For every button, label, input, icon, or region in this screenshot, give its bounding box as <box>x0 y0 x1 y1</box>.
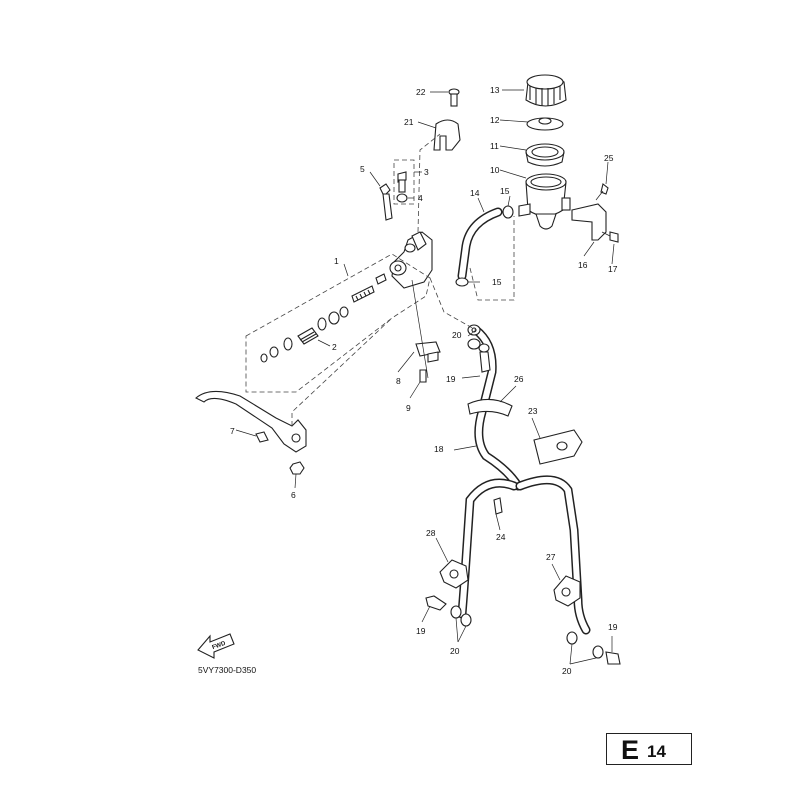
hose-holder-right <box>553 575 581 607</box>
callout-2: 2 <box>332 342 337 352</box>
callout-12: 12 <box>490 115 500 125</box>
callout-7: 7 <box>230 426 235 436</box>
callout-22: 22 <box>416 87 426 97</box>
callout-labels: 22 21 13 12 11 10 5 3 4 1 2 14 15 15 25 … <box>230 85 618 676</box>
callout-6: 6 <box>291 490 296 500</box>
callout-11: 11 <box>490 141 499 151</box>
pivot-washer <box>396 193 408 203</box>
callout-24: 24 <box>496 532 506 542</box>
callout-1: 1 <box>334 256 339 266</box>
copper-washer-left <box>450 605 472 627</box>
union-bolt-right <box>605 651 621 665</box>
callout-14: 14 <box>470 188 480 198</box>
reservoir-diaphragm <box>525 143 565 167</box>
reservoir-cap <box>525 74 567 107</box>
lever-pivot-nut <box>289 461 305 475</box>
callout-17: 17 <box>608 264 618 274</box>
callout-20-left: 20 <box>450 646 460 656</box>
bracket-bolt-bottom <box>601 231 619 243</box>
fwd-arrow-icon: FWD <box>197 633 235 659</box>
fwd-label: FWD <box>212 641 228 652</box>
hose-joint-bracket <box>533 429 583 465</box>
switch-screw <box>419 369 427 383</box>
piston-kit <box>260 273 387 363</box>
copper-washer-right <box>566 631 604 659</box>
callout-3: 3 <box>424 167 429 177</box>
brake-lever <box>195 390 307 453</box>
page-reference-number: 14 <box>647 742 666 761</box>
brake-hose-right <box>515 475 591 635</box>
callout-9: 9 <box>406 403 411 413</box>
hose-clamp-top <box>502 205 514 219</box>
callout-18: 18 <box>434 444 444 454</box>
callout-15-bottom: 15 <box>492 277 502 287</box>
callout-13: 13 <box>490 85 500 95</box>
hose-clamp-bottom <box>455 277 469 287</box>
bracket-bolt-top <box>595 183 609 201</box>
callout-19-left: 19 <box>416 626 426 636</box>
page-reference-badge: E 14 <box>606 733 692 765</box>
reservoir-tank <box>518 173 571 230</box>
callout-4: 4 <box>418 193 423 203</box>
master-cylinder-holder <box>433 119 461 151</box>
callout-27: 27 <box>546 552 556 562</box>
reservoir-hose <box>457 207 503 281</box>
callout-16: 16 <box>578 260 588 270</box>
master-cylinder-bolt <box>379 183 393 221</box>
page-reference-letter: E <box>621 735 640 765</box>
diagram-part-code: 5VY7300-D350 <box>198 665 256 675</box>
callout-20-right: 20 <box>562 666 572 676</box>
callout-19-right: 19 <box>608 622 618 632</box>
callout-8: 8 <box>396 376 401 386</box>
hose-holder-left <box>439 559 469 589</box>
callout-28: 28 <box>426 528 436 538</box>
callout-10: 10 <box>490 165 500 175</box>
callout-23: 23 <box>528 406 538 416</box>
callout-20-top: 20 <box>452 330 462 340</box>
master-cylinder-body <box>389 231 433 289</box>
callout-5: 5 <box>360 164 365 174</box>
union-bolt-top <box>478 343 491 373</box>
holder-bolt <box>448 88 460 107</box>
hose-guide <box>467 398 513 417</box>
callout-26: 26 <box>514 374 524 384</box>
callout-21: 21 <box>404 117 414 127</box>
callout-25: 25 <box>604 153 614 163</box>
reservoir-bracket <box>571 203 607 241</box>
lever-pivot-bolt <box>255 431 269 443</box>
reservoir-diaphragm-plate <box>526 117 564 131</box>
pivot-screw <box>397 171 407 193</box>
callout-19-top: 19 <box>446 374 456 384</box>
brake-light-switch <box>415 341 441 363</box>
brake-hose-left <box>457 478 519 619</box>
union-bolt-left <box>425 595 447 611</box>
callout-15-top: 15 <box>500 186 510 196</box>
leader-lines <box>235 89 615 665</box>
union-bolt-joint <box>493 497 503 515</box>
